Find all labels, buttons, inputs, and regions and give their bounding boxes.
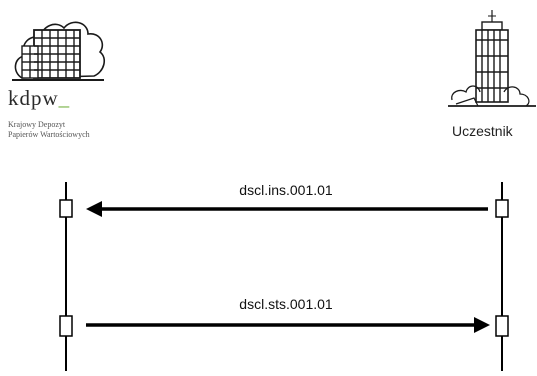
message-label-2: dscl.sts.001.01 [239, 296, 333, 312]
kdpw-caption: Krajowy Depozyt Papierów Wartościowych [8, 120, 90, 140]
message-label-1: dscl.ins.001.01 [239, 182, 333, 198]
activation-right-1 [495, 199, 509, 218]
activation-left-1 [59, 199, 73, 218]
kdpw-caption-line1: Krajowy Depozyt [8, 120, 66, 129]
activation-boxes [59, 199, 509, 337]
participant-uczestnik-label: Uczestnik [452, 123, 513, 139]
activation-right-2 [495, 315, 509, 337]
activation-left-2 [59, 315, 73, 337]
lifelines [65, 182, 503, 371]
kdpw-logo: kdpw_ [8, 88, 70, 109]
message-arrow-2 [86, 317, 490, 333]
kdpw-logo-name: kdpw [8, 86, 59, 110]
tower-building-icon [448, 10, 536, 107]
kdpw-building-icon [12, 21, 106, 81]
kdpw-logo-suffix: _ [58, 86, 71, 110]
kdpw-caption-line2: Papierów Wartościowych [8, 130, 90, 139]
message-arrow-1 [86, 201, 488, 217]
